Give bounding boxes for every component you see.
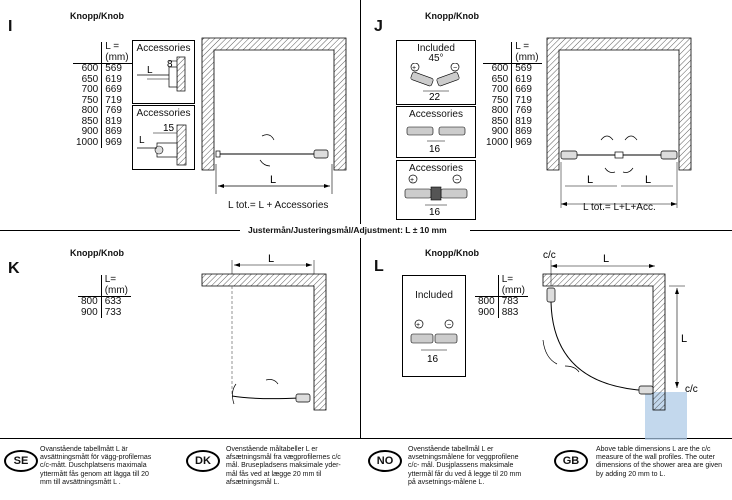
svg-text:L: L: [139, 135, 145, 146]
svg-text:−: −: [453, 65, 457, 72]
formula-j: L tot.= L+L+Acc.: [583, 202, 656, 213]
magnet-profile-drawing: + − 22: [410, 63, 460, 103]
section-letter-k: K: [8, 260, 20, 277]
svg-text:L: L: [147, 65, 153, 76]
accessories-box-j-bottom: Accessories + − 16: [396, 160, 476, 220]
enclosure-drawing-j: L L: [546, 37, 692, 208]
svg-text:15: 15: [163, 123, 175, 134]
magnet-accessory-drawing: + − 16: [404, 174, 468, 217]
divider-top-right: [470, 230, 732, 231]
knob-label-l: Knopp/Knob: [425, 248, 479, 258]
enclosure-drawing-l: c/c L L c/c: [542, 250, 698, 411]
language-text-se: Ovanstående tabellmått L är avsättningsm…: [40, 446, 152, 486]
svg-text:+: +: [412, 65, 416, 72]
svg-text:L: L: [268, 253, 274, 265]
knob-label-k: Knopp/Knob: [70, 248, 124, 258]
divider-bottom: [0, 438, 732, 439]
wall-profile-accessory-drawing: 15 L: [137, 123, 187, 166]
language-badge-gb: GB: [554, 450, 588, 472]
svg-text:16: 16: [427, 354, 439, 365]
section-letter-i: I: [8, 18, 13, 35]
svg-text:+: +: [410, 177, 414, 184]
included-box-l: Included + − 16: [402, 275, 466, 377]
accessories-box-i-top: Accessories 8 L: [132, 40, 195, 104]
accessories-box-i-bottom: Accessories 15 L: [132, 105, 195, 170]
enclosure-drawing-i: L: [201, 37, 347, 194]
divider-vertical-bottom: [360, 238, 361, 438]
svg-text:L: L: [681, 333, 687, 345]
svg-text:c/c: c/c: [543, 250, 556, 261]
language-text-gb: Above table dimensions L are the c/c mea…: [596, 446, 723, 478]
wall-profile-drawing: 8 L: [137, 56, 186, 92]
svg-text:−: −: [447, 322, 451, 329]
included-box-j: Included 45° + − 22: [396, 40, 476, 105]
section-letter-j: J: [374, 18, 383, 35]
language-badge-dk: DK: [186, 450, 220, 472]
svg-text:16: 16: [429, 144, 441, 155]
formula-i: L tot.= L + Accessories: [228, 200, 329, 211]
divider-top-left: [0, 230, 240, 231]
divider-vertical-top: [360, 0, 361, 224]
language-badge-se: SE: [4, 450, 38, 472]
adjustment-caption: Justermån/Justeringsmål/Adjustment: L ± …: [248, 225, 447, 235]
svg-text:16: 16: [429, 207, 441, 217]
section-letter-l: L: [374, 258, 384, 275]
knob-label-j: Knopp/Knob: [425, 11, 479, 21]
language-badge-no: NO: [368, 450, 402, 472]
svg-text:L: L: [645, 174, 651, 186]
language-text-dk: Ovenstående måltabeller L er afsætningsm…: [226, 446, 341, 486]
magnet-profile-drawing-l: + − 16: [410, 319, 458, 365]
svg-text:L: L: [587, 174, 593, 186]
svg-text:L: L: [603, 253, 609, 265]
svg-text:−: −: [455, 177, 459, 184]
svg-text:+: +: [416, 322, 420, 329]
accessories-box-j-middle: Accessories 16: [396, 106, 476, 158]
accent-highlight: [645, 392, 687, 440]
profile-pair-drawing: 16: [406, 126, 466, 155]
svg-text:22: 22: [429, 92, 441, 103]
svg-text:8: 8: [167, 59, 173, 70]
enclosure-drawing-k: L: [201, 253, 327, 411]
language-text-no: Ovenstående tabellmål L er avsetningsmål…: [408, 446, 522, 486]
svg-text:c/c: c/c: [685, 384, 698, 395]
svg-text:L: L: [270, 174, 276, 186]
knob-label-i: Knopp/Knob: [70, 11, 124, 21]
